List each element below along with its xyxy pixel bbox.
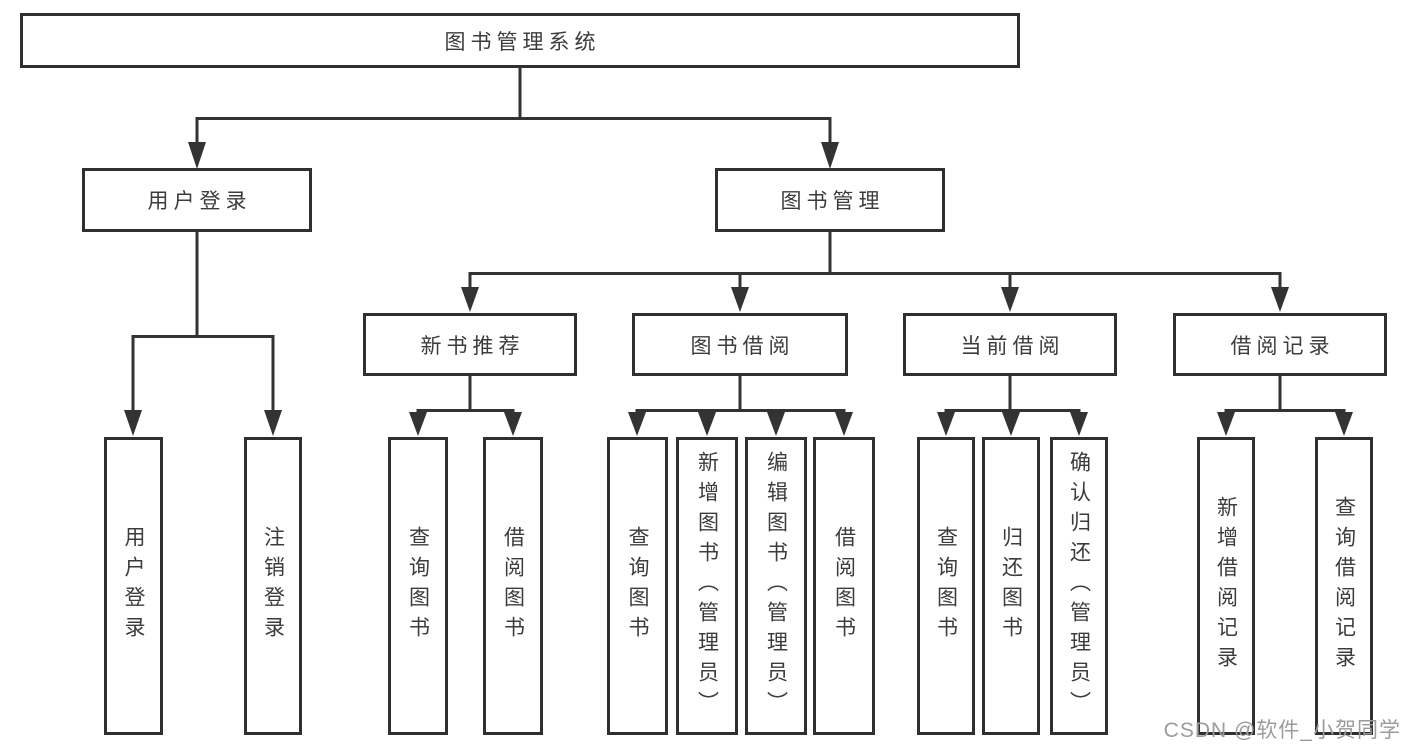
node-new-book-recommend-label: 新书推荐: [420, 334, 525, 358]
node-add-borrow-record: 新增借阅记录: [1197, 437, 1255, 735]
node-query-borrow-record: 查询借阅记录: [1315, 437, 1373, 735]
node-book-borrowing: 图书借阅: [632, 313, 848, 376]
node-user-login-leaf-label: 用户登录: [122, 526, 145, 646]
node-query-books-borrowing: 查询图书: [607, 437, 668, 735]
node-query-borrow-record-label: 查询借阅记录: [1332, 496, 1356, 676]
node-library-system-label: 图书管理系统: [444, 30, 601, 54]
node-library-system: 图书管理系统: [20, 13, 1020, 68]
node-query-books-current-label: 查询图书: [934, 526, 958, 646]
node-borrow-books-leaf-label: 借阅图书: [832, 526, 856, 646]
arrowheads: [124, 142, 1353, 436]
node-query-books-current: 查询图书: [917, 437, 975, 735]
node-borrow-books-recommend: 借阅图书: [483, 437, 543, 735]
node-edit-books-admin: 编辑图书（管理员）: [745, 437, 807, 735]
node-edit-books-admin-label: 编辑图书（管理员）: [764, 451, 788, 721]
node-user-login-leaf: 用户登录: [104, 437, 163, 735]
node-borrow-books-leaf: 借阅图书: [813, 437, 875, 735]
node-add-borrow-record-label: 新增借阅记录: [1214, 496, 1238, 676]
csdn-watermark: CSDN @软件_小贺同学: [1163, 719, 1401, 742]
node-current-borrowing-label: 当前借阅: [960, 334, 1065, 358]
node-book-management-label: 图书管理: [780, 190, 885, 213]
node-add-books-admin: 新增图书（管理员）: [676, 437, 738, 735]
node-book-borrowing-label: 图书借阅: [690, 334, 795, 358]
node-logout: 注销登录: [244, 437, 302, 735]
node-add-books-admin-label: 新增图书（管理员）: [695, 451, 719, 721]
node-user-login-label: 用户登录: [147, 190, 252, 213]
node-confirm-return-admin-label: 确认归还（管理员）: [1067, 451, 1091, 721]
node-query-books-borrowing-label: 查询图书: [626, 526, 649, 646]
node-logout-label: 注销登录: [261, 526, 285, 646]
node-current-borrowing: 当前借阅: [903, 313, 1117, 376]
node-borrow-records: 借阅记录: [1173, 313, 1387, 376]
node-borrow-records-label: 借阅记录: [1230, 334, 1335, 358]
node-return-books: 归还图书: [982, 437, 1040, 735]
node-return-books-label: 归还图书: [999, 526, 1023, 646]
node-query-books-recommend: 查询图书: [388, 437, 448, 735]
node-confirm-return-admin: 确认归还（管理员）: [1050, 437, 1108, 735]
node-book-management: 图书管理: [715, 168, 945, 232]
node-new-book-recommend: 新书推荐: [363, 313, 577, 376]
node-query-books-recommend-label: 查询图书: [406, 526, 430, 646]
node-borrow-books-recommend-label: 借阅图书: [501, 526, 525, 646]
node-user-login: 用户登录: [82, 168, 312, 232]
